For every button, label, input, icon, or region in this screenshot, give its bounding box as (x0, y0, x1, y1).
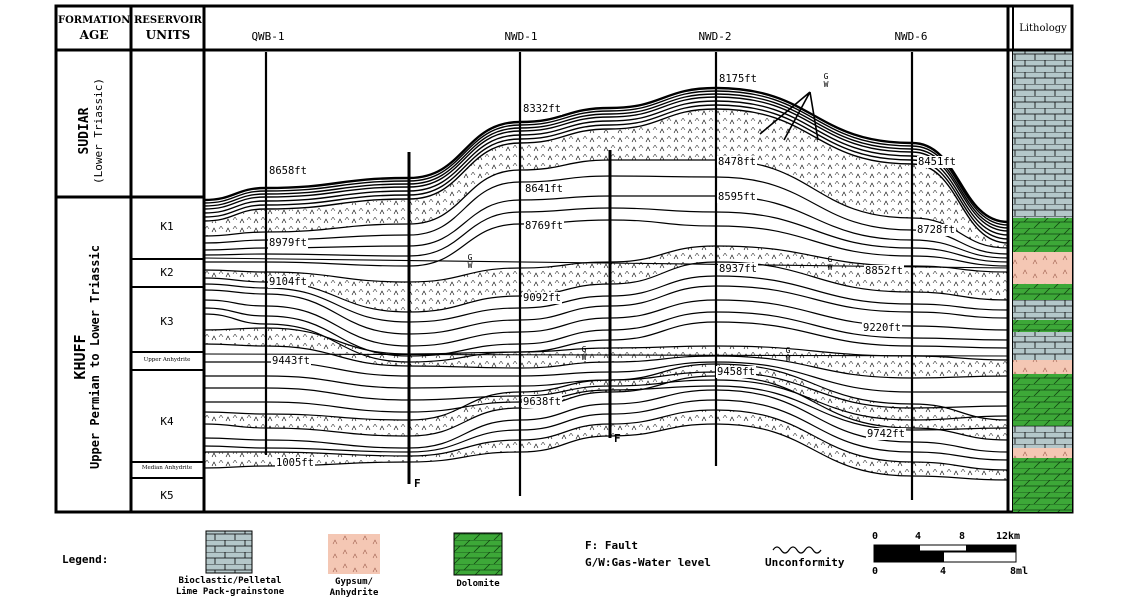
unit-k4: K4 (160, 415, 174, 428)
header-formation-label: FORMATION (58, 15, 131, 26)
depth-label: 9742ft (866, 428, 906, 440)
unit-upper-anhydrite: Upper Anhydrite (143, 357, 191, 363)
fault-label: F (614, 432, 621, 445)
depth-label: 8641ft (524, 183, 564, 195)
depth-label: 8658ft (268, 165, 308, 177)
legend-limestone-label: Bioclastic/Pelletal Lime Pack-grainstone (175, 576, 285, 597)
unit-k2: K2 (160, 266, 174, 279)
depth-label: 8451ft (917, 156, 957, 168)
legend-gw-label: G/W:Gas-Water level (585, 556, 711, 569)
stratum-line (204, 361, 1008, 393)
unit-median-anhydrite: Median Anhydrite (141, 465, 193, 471)
legend-fault-label: F: Fault (585, 539, 638, 552)
well-label-nwd6: NWD-6 (894, 30, 928, 43)
well-label-nwd1: NWD-1 (504, 30, 538, 43)
well-label-nwd2: NWD-2 (698, 30, 732, 43)
formation-sudair-age: (Lower Triassic) (92, 78, 105, 184)
stratum-line (204, 219, 1008, 267)
depth-label: 8979ft (268, 237, 308, 249)
stratum-line (204, 313, 1008, 363)
stratum-line (204, 343, 1008, 379)
stratum-line (204, 363, 1008, 421)
formation-khuff-age: Upper Permian to Lower Triassic (88, 245, 102, 469)
header-units-label: UNITS (145, 28, 191, 42)
depth-label: 9443ft (271, 355, 311, 367)
depth-label: 8595ft (717, 191, 757, 203)
depth-label: 8769ft (524, 220, 564, 232)
depth-label: 9104ft (268, 276, 308, 288)
legend-anhydrite-label: Gypsum/ Anhydrite (329, 577, 379, 598)
stratum-line (204, 275, 1008, 323)
depth-label: 9458ft (716, 366, 756, 378)
stratum-line (204, 175, 1008, 255)
depth-label: 8175ft (718, 73, 758, 85)
scale-ml-tick: 8ml (1010, 566, 1029, 577)
well-label-qwb1: QWB-1 (251, 30, 285, 43)
legend-dolomite-swatch (453, 532, 503, 576)
scale-bar-ml (873, 551, 1017, 563)
formation-sudair-name: SUDIAR (77, 107, 92, 155)
depth-label: 8852ft (864, 265, 904, 277)
stratum-line (204, 399, 1008, 461)
unit-k1: K1 (160, 220, 174, 233)
depth-label: 8478ft (717, 156, 757, 168)
stratum-line (204, 159, 1008, 249)
scale-ml-tick: 0 (872, 566, 879, 577)
gw-level-line (204, 353, 1008, 357)
anhydrite-band (204, 364, 1008, 440)
anhydrite-band (204, 110, 1008, 248)
fault-label: F (414, 477, 421, 490)
scale-km-tick: 0 (872, 531, 879, 542)
unit-k3: K3 (160, 315, 174, 328)
stratum-line (204, 299, 1008, 347)
legend-title: Legend: (62, 553, 109, 566)
formation-khuff-name: KHUFF (71, 334, 89, 380)
stratum-line (204, 375, 1008, 441)
depth-label: 1005ft (275, 457, 315, 469)
gw-arrows (759, 91, 819, 141)
depth-label: 9638ft (522, 396, 562, 408)
stratum-line (204, 307, 1008, 357)
header-formation-age: FORMATION AGE (58, 14, 130, 42)
depth-label: 9092ft (522, 292, 562, 304)
stratum-line (204, 195, 1008, 259)
depth-label: 8937ft (718, 263, 758, 275)
scale-km-tick: 8 (959, 531, 966, 542)
scale-bar-km (873, 544, 1017, 552)
header-lithology: Lithology (1019, 23, 1067, 34)
depth-label: 9220ft (862, 322, 902, 334)
legend-anhydrite-swatch (328, 534, 380, 574)
stratum-line (204, 261, 1008, 313)
stratum-line (204, 423, 1008, 481)
formation-sudair: SUDIAR (Lower Triassic) (77, 51, 108, 211)
header-reservoir-units: RESERVOIR UNITS (133, 14, 203, 42)
header-reservoir-label: RESERVOIR (133, 15, 202, 26)
depth-label: 8332ft (522, 103, 562, 115)
legend-unconformity-symbol (772, 546, 822, 554)
scale-km-tick: 12km (996, 531, 1021, 542)
lithology-column (1013, 48, 1072, 512)
unit-k5: K5 (160, 489, 174, 502)
stratum-line (204, 285, 1008, 335)
formation-khuff: KHUFF Upper Permian to Lower Triassic (71, 207, 107, 507)
legend-limestone-swatch (205, 530, 253, 574)
scale-ml-tick: 4 (940, 566, 947, 577)
header-age-label: AGE (79, 28, 109, 42)
anhydrite-band (204, 410, 1008, 480)
legend-dolomite-label: Dolomite (456, 579, 500, 589)
depth-label: 8728ft (916, 224, 956, 236)
stratum-line (204, 207, 1008, 263)
stratum-line (204, 409, 1008, 471)
anhydrite-band (204, 246, 1008, 312)
scale-km-tick: 4 (915, 531, 922, 542)
legend-unconformity-label: Unconformity (765, 556, 845, 569)
